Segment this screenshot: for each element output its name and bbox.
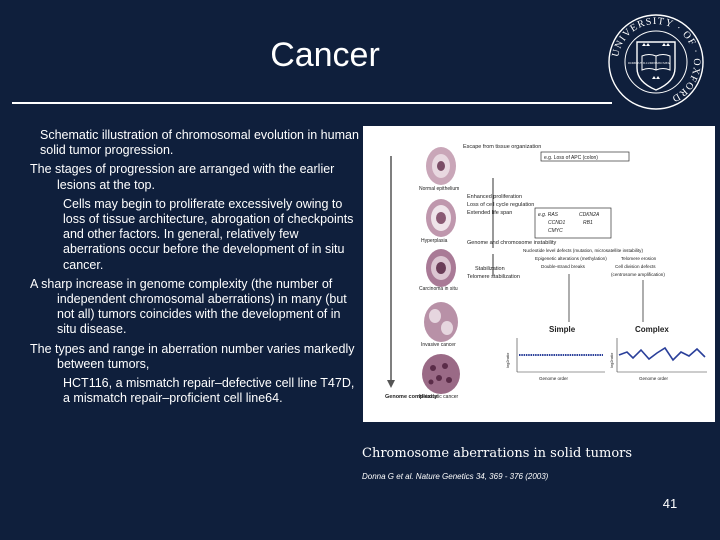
chromosomal-evolution-figure: Normal epithelium Hyperplasia Carcinoma … xyxy=(363,126,715,422)
stage-label-metastatic: Metastatic cancer xyxy=(419,394,459,400)
body-text-4: A sharp increase in genome complexity (t… xyxy=(30,276,347,337)
seal-book-text: DOMINUS ILLUMINATIO MEA xyxy=(628,61,670,65)
body-paragraph: Schematic illustration of chromosomal ev… xyxy=(30,128,360,158)
event-escape: Escape from tissue organization xyxy=(463,144,541,150)
body-paragraph: A sharp increase in genome complexity (t… xyxy=(30,277,360,338)
genome-order-label-complex: Genome order xyxy=(639,376,669,381)
event-centrosome: (centrosome amplification) xyxy=(611,272,665,277)
arrow-head-icon xyxy=(387,380,395,388)
stage-label-normal: Normal epithelium xyxy=(419,186,459,192)
stage-label-invasive: Invasive cancer xyxy=(421,342,456,348)
page-number: 41 xyxy=(662,496,678,511)
event-telomere-erosion: Telomere erosion xyxy=(621,256,657,261)
event-enhanced: Enhanced proliferation xyxy=(467,194,522,200)
event-lifespan: Extended life span xyxy=(467,210,512,216)
log-ratio-label-simple: log2ratio xyxy=(505,352,510,368)
genome-order-label-simple: Genome order xyxy=(539,376,569,381)
cell-image-carcinoma xyxy=(426,249,456,287)
event-nucleotide: Nucleotide level defects (mutation, micr… xyxy=(523,248,643,253)
body-text-2: The stages of progression are arranged w… xyxy=(30,162,335,192)
cell-image-invasive xyxy=(424,302,458,342)
slide-title: Cancer xyxy=(270,36,380,74)
genome-complexity-label: Genome complexity xyxy=(385,394,438,400)
gene-cdkn2a: CDKN2A xyxy=(579,212,600,218)
event-telomere-stab: Telomere stabilization xyxy=(467,274,520,280)
event-stabilization: Stabilization xyxy=(475,266,505,272)
university-crest-icon: UNIVERSITY · OF · OXFORD DOMINUS ILLUMIN… xyxy=(606,12,706,112)
body-text-5: The types and range in aberration number… xyxy=(30,341,355,371)
figure-caption: Chromosome aberrations in solid tumors xyxy=(362,446,633,461)
event-loss-apc: e.g. Loss of APC (colon) xyxy=(544,155,598,161)
event-double-strand: Double-strand breaks xyxy=(541,264,586,269)
body-text-3: Cells may begin to proliferate excessive… xyxy=(63,196,354,272)
gene-ccnd1: CCND1 xyxy=(548,220,565,226)
body-paragraph: Cells may begin to proliferate excessive… xyxy=(30,197,360,273)
panel-title-complex: Complex xyxy=(635,325,669,334)
cell-image-metastatic xyxy=(422,354,460,394)
title-divider xyxy=(12,102,612,104)
event-genome-instability: Genome and chromosome instability xyxy=(467,240,557,246)
gene-rb1: RB1 xyxy=(583,220,593,226)
body-paragraph: The stages of progression are arranged w… xyxy=(30,162,360,192)
body-paragraph: The types and range in aberration number… xyxy=(30,342,360,372)
cell-image-normal xyxy=(426,147,456,185)
simple-aberration-plot: log2ratio Genome order xyxy=(505,338,605,381)
stage-label-hyperplasia: Hyperplasia xyxy=(421,238,448,244)
body-text-1: Schematic illustration of chromosomal ev… xyxy=(40,128,359,158)
event-cell-division: Cell division defects xyxy=(615,264,656,269)
body-paragraph: HCT116, a mismatch repair–defective cell… xyxy=(30,376,360,406)
cell-image-hyperplasia xyxy=(426,199,456,237)
stage-label-carcinoma: Carcinoma in situ xyxy=(419,286,458,292)
log-ratio-label-complex: log2ratio xyxy=(609,352,614,368)
gene-ras: e.g. RAS xyxy=(538,212,559,218)
panel-title-simple: Simple xyxy=(549,325,576,334)
slide-body: Schematic illustration of chromosomal ev… xyxy=(30,128,360,410)
gene-cmyc: CMYC xyxy=(548,228,563,234)
complex-aberration-plot: log2ratio Genome order xyxy=(609,338,707,381)
event-loss-cycle: Loss of cell cycle regulation xyxy=(467,202,534,208)
figure-citation: Donna G et al. Nature Genetics 34, 369 -… xyxy=(362,472,549,481)
event-epigenetic: Epigenetic alterations (methylation) xyxy=(535,256,607,261)
body-text-6: HCT116, a mismatch repair–defective cell… xyxy=(63,376,355,406)
